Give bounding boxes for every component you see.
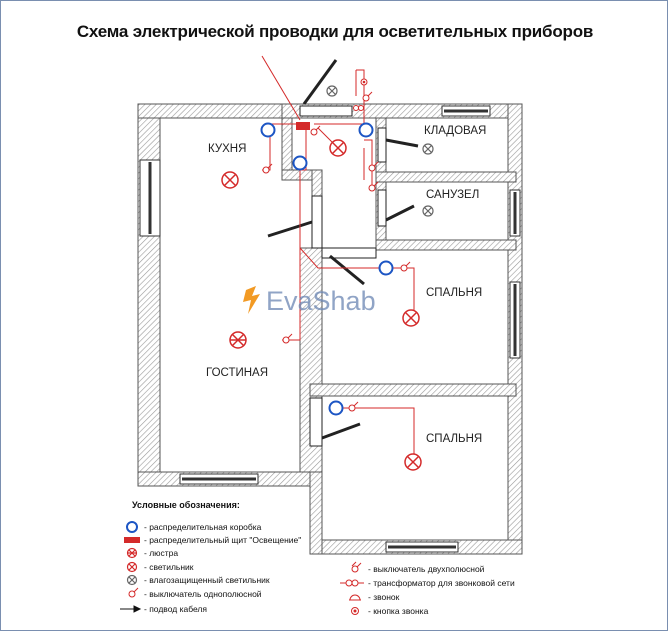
lamps xyxy=(221,139,422,471)
svg-text:- подвод кабеля: - подвод кабеля xyxy=(144,604,207,614)
svg-text:- трансформатор для звонковой: - трансформатор для звонковой сети xyxy=(368,578,515,588)
bell-button-icon xyxy=(351,607,359,615)
junction-box-icon xyxy=(292,155,308,171)
room-label-bedroom-2: СПАЛЬНЯ xyxy=(426,433,482,445)
legend-item: - светильник xyxy=(126,561,194,573)
legend-title: Условные обозначения: xyxy=(132,500,240,510)
room-label-kitchen: КУХНЯ xyxy=(208,143,246,155)
legend-item: - выключатель двухполюсной xyxy=(351,561,485,574)
chandelier-icon xyxy=(126,547,138,559)
legend-item: - кнопка звонка xyxy=(351,606,429,616)
cable-entry-arrow-icon xyxy=(120,605,142,613)
room-label-pantry: КЛАДОВАЯ xyxy=(424,125,486,137)
moisture-proof-lamp-icon xyxy=(422,205,434,217)
svg-text:- влагозащищенный светильник: - влагозащищенный светильник xyxy=(144,575,270,585)
legend-item: - трансформатор для звонковой сети xyxy=(340,578,515,588)
junction-box-icon xyxy=(260,122,276,138)
single-pole-switch-icon xyxy=(400,261,411,272)
svg-text:- распределительная коробка: - распределительная коробка xyxy=(144,522,262,532)
diagram-title: Схема электрической проводки для осветит… xyxy=(76,22,594,41)
legend-item: - распределительная коробка xyxy=(126,521,262,533)
room-label-living: ГОСТИНАЯ xyxy=(206,367,268,379)
doors xyxy=(267,59,419,447)
lamp-icon xyxy=(126,561,138,573)
single-pole-switch-icon xyxy=(362,91,373,102)
legend: Условные обозначения: - распределительна… xyxy=(120,500,515,616)
single-pole-switch-icon xyxy=(348,401,359,412)
junction-box-icon xyxy=(378,260,394,276)
svg-text:- люстра: - люстра xyxy=(144,548,178,558)
bell-icon xyxy=(349,594,361,601)
legend-item: - подвод кабеля xyxy=(120,604,207,614)
legend-item: - люстра xyxy=(126,547,178,559)
legend-item: - распределительный щит "Освещение" xyxy=(124,535,301,545)
walls xyxy=(137,103,523,555)
distribution-panel-icon xyxy=(124,537,140,543)
single-pole-switch-icon xyxy=(128,587,139,598)
bell-transformer-icon xyxy=(353,105,364,111)
single-pole-switch-icon xyxy=(282,333,293,344)
svg-text:- выключатель однополюсной: - выключатель однополюсной xyxy=(144,589,262,599)
single-pole-switch-icon xyxy=(262,163,273,174)
junction-box-icon xyxy=(328,400,344,416)
lamp-icon xyxy=(221,171,239,189)
moisture-proof-lamp-icon xyxy=(326,85,338,97)
single-pole-switch-icon xyxy=(368,161,379,172)
svg-text:- звонок: - звонок xyxy=(368,592,400,602)
svg-text:- выключатель двухполюсной: - выключатель двухполюсной xyxy=(368,564,485,574)
double-pole-switch-icon xyxy=(351,561,362,573)
legend-item: - звонок xyxy=(349,592,400,602)
svg-text:- распределительный щит "Освещ: - распределительный щит "Освещение" xyxy=(144,535,301,545)
bell-transformer-icon xyxy=(340,579,364,587)
lamp-icon xyxy=(404,453,422,471)
junction-box-icon xyxy=(126,521,138,533)
single-pole-switch-icon xyxy=(310,125,321,136)
junction-boxes xyxy=(260,122,394,416)
moisture-proof-lamp-icon xyxy=(126,574,138,586)
junction-box-icon xyxy=(358,122,374,138)
room-label-bathroom: САНУЗЕЛ xyxy=(426,189,479,201)
moisture-proof-lamp-icon xyxy=(422,143,434,155)
lamp-icon xyxy=(402,309,420,327)
bell-button-icon xyxy=(360,78,368,86)
windows xyxy=(139,105,521,553)
watermark: EvaShab xyxy=(243,286,376,316)
room-label-bedroom-1: СПАЛЬНЯ xyxy=(426,287,482,299)
watermark-text: EvaShab xyxy=(266,286,376,316)
svg-text:- кнопка звонка: - кнопка звонка xyxy=(368,606,429,616)
legend-item: - влагозащищенный светильник xyxy=(126,574,270,586)
switches xyxy=(262,78,411,412)
lamp-icon xyxy=(329,139,347,157)
chandelier-icon xyxy=(229,331,247,349)
svg-text:- светильник: - светильник xyxy=(144,562,194,572)
moisture-lamps xyxy=(326,85,434,217)
single-pole-switch-icon xyxy=(368,181,379,192)
legend-item: - выключатель однополюсной xyxy=(128,587,262,599)
distribution-panel-icon xyxy=(296,122,310,130)
